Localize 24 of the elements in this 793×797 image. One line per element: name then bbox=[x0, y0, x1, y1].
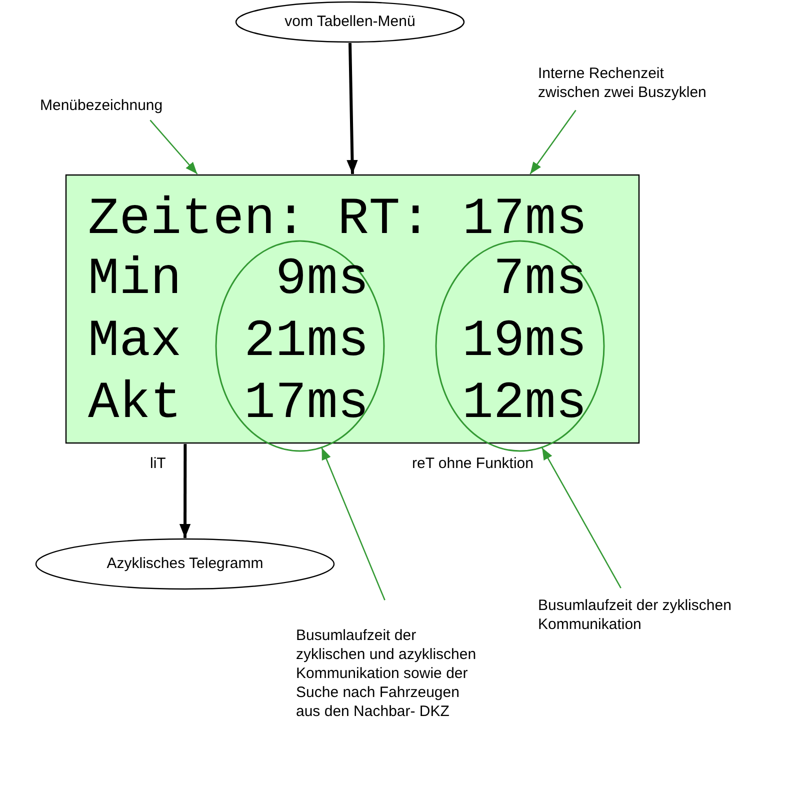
arrow bbox=[346, 42, 358, 174]
arrow bbox=[179, 444, 191, 538]
leader-line bbox=[542, 447, 622, 588]
leader-line bbox=[530, 110, 576, 174]
display-value: 21ms bbox=[244, 312, 369, 372]
callout-text: Busumlaufzeit der zyklischen Kommunikation bbox=[538, 596, 732, 634]
key-label: liT bbox=[150, 454, 166, 473]
display-value: 12ms bbox=[462, 374, 587, 434]
ellipse-label: vom Tabellen-Menü bbox=[284, 12, 416, 31]
row-label: Max bbox=[88, 312, 182, 372]
display-heading: Zeiten: RT: 17ms bbox=[88, 190, 588, 250]
key-label: reT ohne Funktion bbox=[412, 454, 534, 473]
callout-text: Busumlaufzeit der zyklischen und azyklischen Kommunikation sowie der Suche nach Fahrzeugen aus den Nachbar- DKZ bbox=[296, 626, 478, 721]
display-value: 7ms bbox=[493, 250, 587, 310]
callout-text: Interne Rechenzeit zwischen zwei Buszyklen bbox=[538, 64, 708, 102]
ellipse-label: Azyklisches Telegramm bbox=[106, 554, 264, 573]
row-label: Akt bbox=[88, 374, 182, 434]
leader-line bbox=[150, 120, 198, 174]
leader-line bbox=[321, 448, 386, 600]
display-value: 19ms bbox=[462, 312, 587, 372]
row-label: Min bbox=[88, 250, 182, 310]
display-value: 17ms bbox=[244, 374, 369, 434]
display-value: 9ms bbox=[275, 250, 369, 310]
callout-text: Menübezeichnung bbox=[40, 96, 164, 115]
